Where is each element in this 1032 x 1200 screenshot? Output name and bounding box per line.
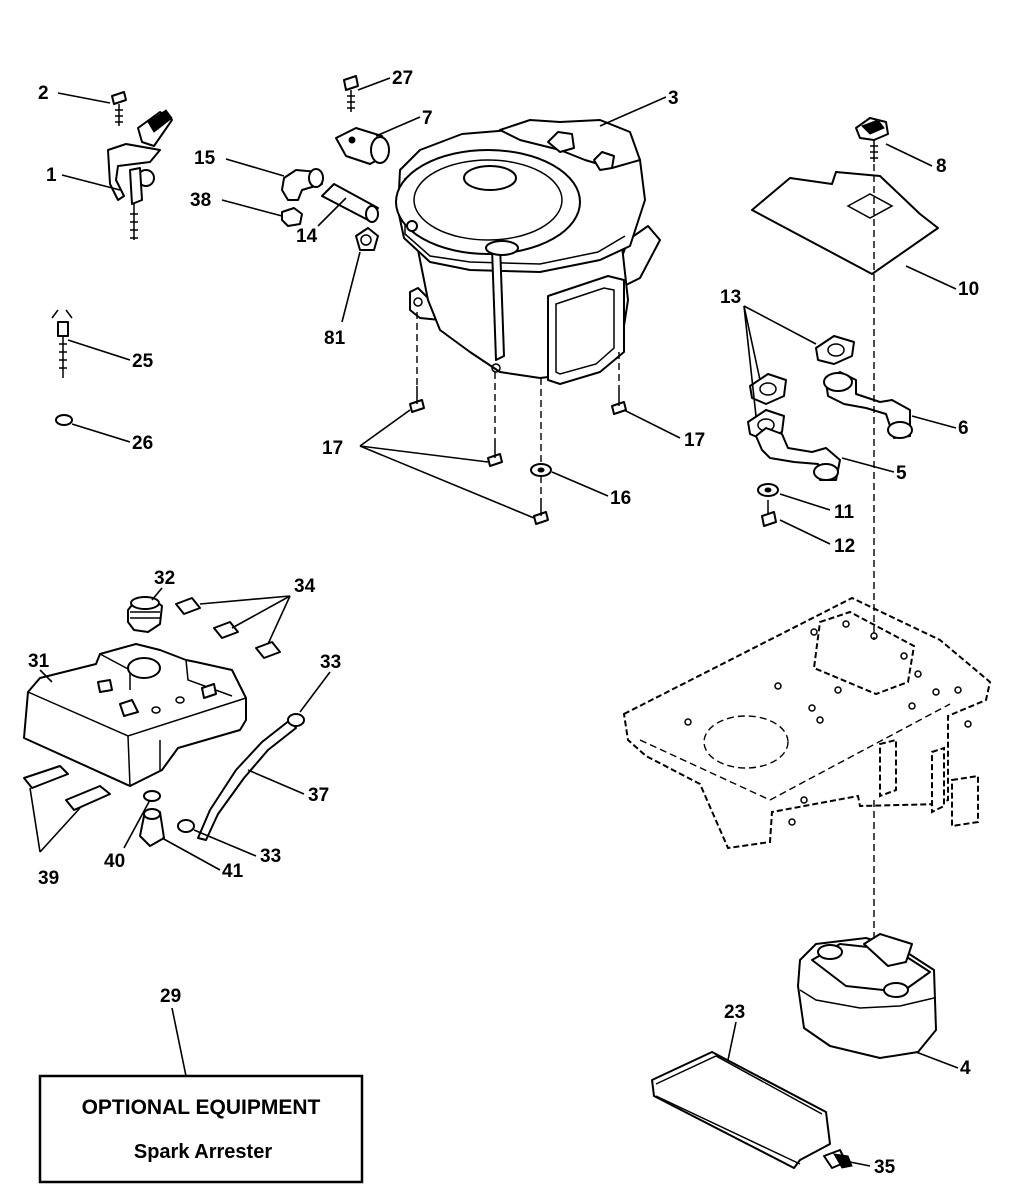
callout-14: 14 (296, 226, 318, 247)
tank-pads-39 (23, 765, 111, 811)
gaskets (747, 335, 855, 441)
hose-clamp-33-bottom (177, 819, 195, 833)
plug-81 (355, 227, 379, 251)
callout-29: 29 (160, 986, 181, 1007)
callout-16: 16 (610, 488, 631, 509)
callout-17-left: 17 (322, 438, 343, 459)
screw-27 (343, 75, 359, 112)
callout-17-right: 17 (684, 430, 705, 451)
callout-34: 34 (294, 576, 316, 597)
callout-35: 35 (874, 1157, 896, 1178)
heat-shield (751, 171, 939, 275)
callout-81: 81 (324, 328, 346, 349)
callout-32: 32 (154, 568, 175, 589)
callout-10: 10 (958, 279, 979, 300)
callout-39: 39 (38, 868, 59, 889)
nut-38 (281, 207, 303, 227)
callout-23: 23 (724, 1002, 745, 1023)
callout-26: 26 (132, 433, 153, 454)
callout-33-bottom: 33 (260, 846, 281, 867)
exhaust-pipe-5 (755, 427, 841, 481)
fuel-line-37 (197, 719, 297, 841)
callout-3: 3 (668, 88, 679, 109)
fuel-hose (321, 183, 379, 223)
throttle-control (107, 109, 173, 240)
callout-40: 40 (104, 851, 125, 872)
engine (395, 119, 661, 385)
callout-33-top: 33 (320, 652, 341, 673)
callout-37: 37 (308, 785, 329, 806)
callout-31: 31 (28, 651, 50, 672)
spark-arrester-label: Spark Arrester (134, 1141, 272, 1163)
callout-2: 2 (38, 83, 49, 104)
washer-11 (757, 483, 779, 497)
muffler (797, 933, 937, 1059)
optional-equipment-title: OPTIONAL EQUIPMENT (82, 1096, 321, 1119)
screw-8 (855, 117, 889, 162)
callout-11: 11 (834, 502, 855, 523)
exhaust-pipe-6 (823, 371, 913, 439)
callout-4: 4 (960, 1058, 971, 1079)
fuel-valve-41 (139, 808, 165, 847)
elbow-fitting (281, 168, 324, 201)
callout-12: 12 (834, 536, 855, 557)
screw-2 (111, 91, 127, 126)
mount-centerlines (416, 312, 620, 498)
leader-lines (29, 77, 959, 1167)
callout-7: 7 (422, 108, 433, 129)
chassis-frame (622, 596, 992, 850)
part-26 (55, 414, 73, 426)
tank-pads-34 (175, 597, 281, 659)
washer-16 (530, 463, 552, 477)
bolt-12 (761, 500, 777, 527)
fuel-cap (127, 596, 163, 633)
clamp (335, 127, 390, 165)
fuel-tank (23, 643, 247, 787)
hose-clamp-33-top (287, 713, 305, 727)
washer-40 (143, 790, 161, 802)
callout-15: 15 (194, 148, 216, 169)
callout-41: 41 (222, 861, 244, 882)
screw-35 (823, 1149, 853, 1169)
callout-8: 8 (936, 156, 947, 177)
callout-labels: 2 1 15 38 14 81 27 7 3 25 26 17 17 16 8 … (28, 68, 979, 1178)
callout-13: 13 (720, 287, 741, 308)
spark-arrester (651, 1051, 831, 1169)
callout-6: 6 (958, 418, 969, 439)
part-25 (51, 309, 73, 378)
optional-equipment-box: OPTIONAL EQUIPMENT Spark Arrester (38, 1074, 364, 1184)
callout-27: 27 (392, 68, 413, 89)
mount-bolts (409, 386, 627, 525)
callout-5: 5 (896, 463, 907, 484)
callout-38: 38 (190, 190, 211, 211)
callout-25: 25 (132, 351, 154, 372)
callout-1: 1 (46, 165, 57, 186)
